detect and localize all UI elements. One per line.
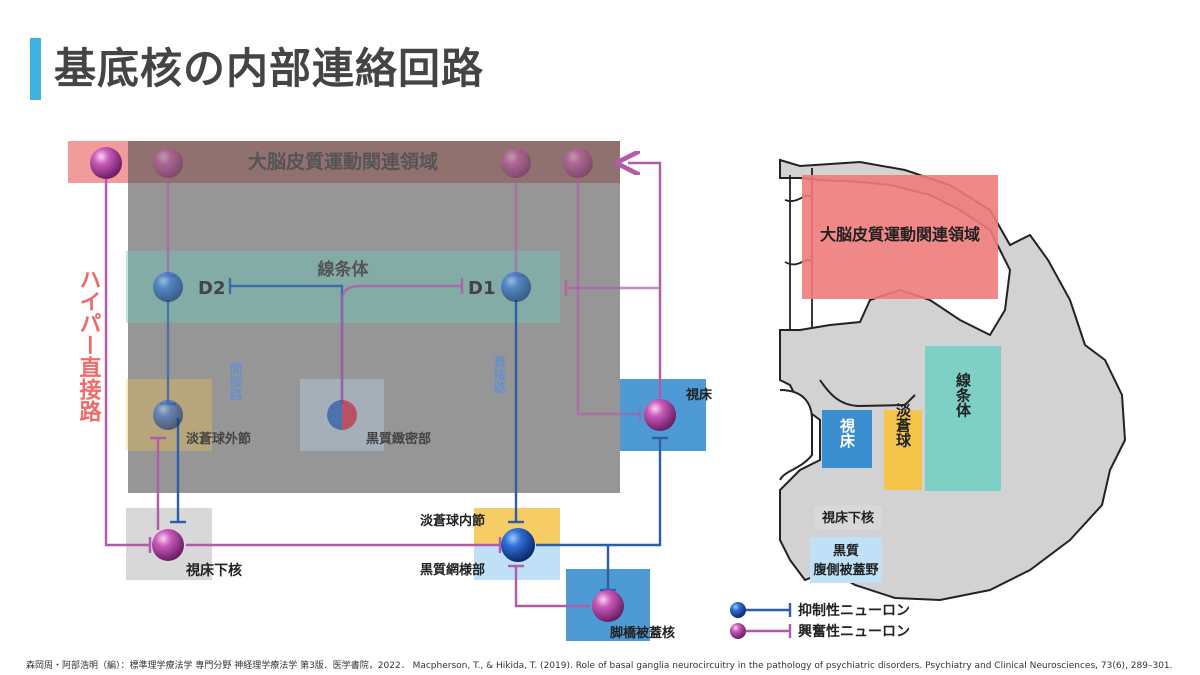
legend-excitatory-icon [730,623,746,639]
grey-overlay [128,141,620,493]
legend-excitatory-label: 興奮性ニューロン [798,623,910,640]
brain-stn-label: 視床下核 [821,510,874,526]
gpe-label: 淡蒼球外節 [186,431,251,447]
hyperdirect-label: ハイパー直接路 [76,268,102,422]
neuron-cortex-thalamic [563,148,593,178]
neuron-snc [327,400,357,430]
brain-cortex-box [802,175,998,299]
snr-label: 黒質網様部 [420,562,485,578]
gpi-label: 淡蒼球内節 [420,513,485,529]
direct-path-label: 直接路 [491,354,507,394]
title-accent-bar [30,38,41,100]
stn-label: 視床下核 [185,562,242,579]
neuron-ppn [592,590,624,622]
citation: 森岡周・阿部浩明（編）：標準理学療法学 専門分野 神経理学療法学 第3版．医学書… [26,661,1173,671]
neuron-thalamus [644,399,676,431]
brain-sn-box [810,537,882,583]
legend-inhibitory-label: 抑制性ニューロン [798,602,910,619]
brain-striatum-label: 線条体 [954,372,972,419]
indirect-path-label: 間接路 [227,362,243,401]
d2-label: D2 [198,278,225,299]
d1-label: D1 [468,278,495,299]
neuron-d1 [501,272,531,302]
brain-sn-label-2: 腹側被蓋野 [813,562,878,578]
thalamus-label: 視床 [685,387,713,403]
ppn-label: 脚橋被蓋核 [610,625,675,641]
brain-cortex-label: 大脳皮質運動関連領域 [820,225,980,244]
brain-thalamus-label: 視床 [838,417,856,449]
brain-gp-label: 淡蒼球 [894,403,912,449]
neuron-d2 [153,272,183,302]
hyperdirect-path [104,163,150,547]
page-title: 基底核の内部連絡回路 [54,44,485,93]
neuron-gpi-snr [501,528,535,562]
brain-sn-label-1: 黒質 [833,543,859,559]
neuron-cortex-hyperdirect [90,147,122,179]
brain-thalamus-box [822,410,872,468]
striatum-label: 線条体 [318,259,370,280]
neuron-cortex-d2 [153,148,183,178]
neuron-gpe [153,400,183,430]
cortex-label: 大脳皮質運動関連領域 [248,150,438,173]
snc-label: 黒質緻密部 [366,431,431,447]
neuron-cortex-d1 [501,148,531,178]
brain-striatum-box [925,346,1001,491]
brain-gp-box [884,410,922,490]
legend-inhibitory-icon [730,602,746,618]
neuron-stn [152,529,184,561]
brain-stn-box [814,505,882,529]
